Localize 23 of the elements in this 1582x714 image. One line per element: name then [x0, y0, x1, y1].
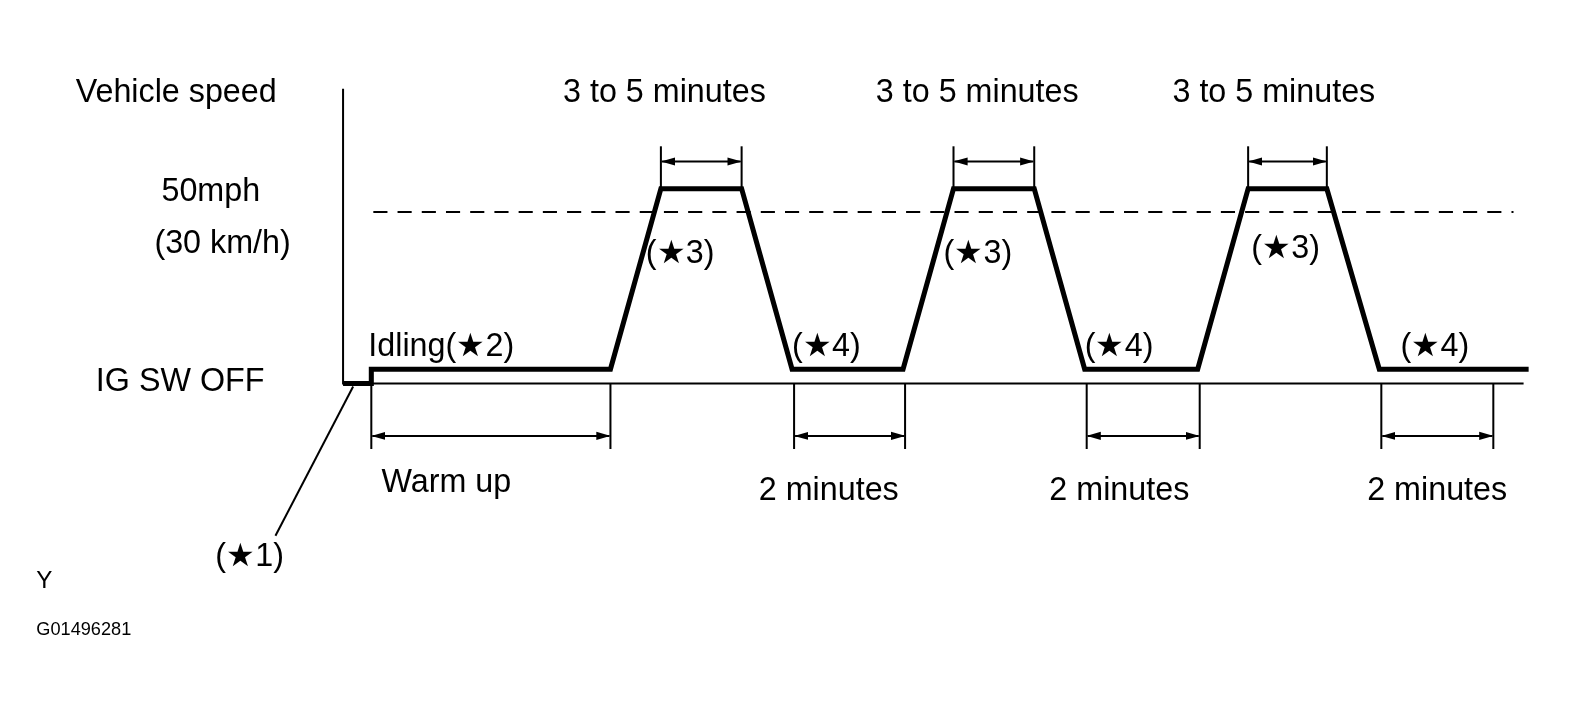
figure-code: G01496281 [36, 619, 132, 638]
step-marker: (★4) [1084, 328, 1154, 362]
axis-label: IG SW OFF [95, 364, 265, 397]
figure-letter: Y [36, 568, 53, 593]
step-marker: (★3) [645, 236, 715, 269]
axis-label: Vehicle speed [75, 74, 277, 107]
duration-label: 2 minutes [1367, 473, 1508, 506]
duration-label: 3 to 5 minutes [563, 74, 766, 107]
phase-label: Idling(★2) [368, 328, 515, 362]
step-marker: (★3) [1251, 231, 1320, 264]
duration-label: 2 minutes [758, 473, 899, 506]
callout-label: (★1) [206, 535, 293, 575]
duration-label: 3 to 5 minutes [1172, 74, 1376, 107]
leader-line [274, 386, 355, 537]
speed-label: 50mph [161, 173, 261, 206]
duration-label: 2 minutes [1049, 473, 1190, 506]
duration-label: 3 to 5 minutes [875, 74, 1079, 107]
step-marker: (★3) [943, 236, 1013, 269]
speed-trace [343, 186, 1529, 386]
phase-label: Warm up [381, 465, 512, 498]
step-marker: (★4) [792, 328, 861, 362]
step-marker: (★4) [1400, 328, 1470, 362]
speed-label: (30 km/h) [154, 226, 291, 259]
